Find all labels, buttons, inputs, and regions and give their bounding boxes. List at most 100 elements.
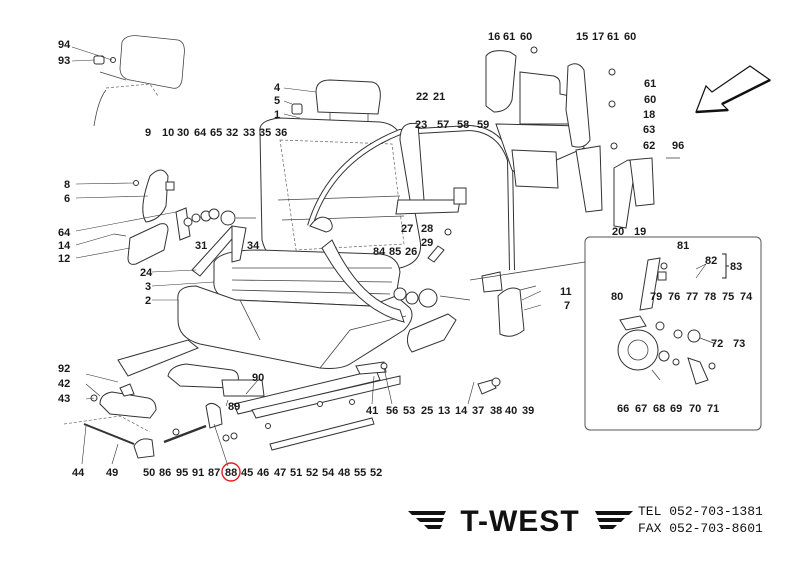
part-label-46[interactable]: 46 [257, 467, 269, 479]
part-label-65[interactable]: 65 [210, 127, 222, 139]
part-label-17[interactable]: 17 [592, 31, 604, 43]
part-label-62[interactable]: 62 [643, 140, 655, 152]
part-label-74[interactable]: 74 [740, 291, 753, 303]
part-label-95[interactable]: 95 [176, 467, 188, 479]
part-label-79[interactable]: 79 [650, 291, 662, 303]
part-label-80[interactable]: 80 [611, 291, 623, 303]
part-label-37[interactable]: 37 [472, 405, 484, 417]
part-label-31[interactable]: 31 [195, 240, 207, 252]
part-label-32[interactable]: 32 [226, 127, 238, 139]
part-label-25[interactable]: 25 [421, 405, 433, 417]
part-label-30[interactable]: 30 [177, 127, 189, 139]
part-label-67[interactable]: 67 [635, 403, 647, 415]
part-label-1[interactable]: 1 [274, 109, 280, 121]
part-label-5[interactable]: 5 [274, 95, 280, 107]
part-label-23[interactable]: 23 [415, 119, 427, 131]
part-label-87[interactable]: 87 [208, 467, 220, 479]
part-label-48[interactable]: 48 [338, 467, 350, 479]
part-label-76[interactable]: 76 [668, 291, 680, 303]
part-label-12[interactable]: 12 [58, 253, 70, 265]
part-label-84[interactable]: 84 [373, 246, 386, 258]
part-label-13[interactable]: 13 [438, 405, 450, 417]
part-label-64[interactable]: 64 [194, 127, 207, 139]
part-label-33[interactable]: 33 [243, 127, 255, 139]
part-label-43[interactable]: 43 [58, 393, 70, 405]
part-label-81[interactable]: 81 [677, 240, 689, 252]
part-label-58[interactable]: 58 [457, 119, 469, 131]
part-label-57[interactable]: 57 [437, 119, 449, 131]
part-label-3[interactable]: 3 [145, 281, 151, 293]
part-label-61c[interactable]: 61 [644, 78, 656, 90]
part-label-20[interactable]: 20 [612, 226, 624, 238]
part-label-36[interactable]: 36 [275, 127, 287, 139]
part-label-89[interactable]: 89 [228, 401, 240, 413]
part-label-19[interactable]: 19 [634, 226, 646, 238]
part-label-26[interactable]: 26 [405, 246, 417, 258]
part-label-45[interactable]: 45 [241, 467, 253, 479]
part-label-22[interactable]: 22 [416, 91, 428, 103]
part-label-41[interactable]: 41 [366, 405, 378, 417]
part-label-49[interactable]: 49 [106, 467, 118, 479]
part-label-2[interactable]: 2 [145, 295, 151, 307]
part-label-77[interactable]: 77 [686, 291, 698, 303]
part-label-68[interactable]: 68 [653, 403, 665, 415]
part-label-69[interactable]: 69 [670, 403, 682, 415]
part-label-61b[interactable]: 61 [607, 31, 619, 43]
part-label-73[interactable]: 73 [733, 338, 745, 350]
part-label-29[interactable]: 29 [421, 237, 433, 249]
part-label-8[interactable]: 8 [64, 179, 70, 191]
part-label-28[interactable]: 28 [421, 223, 433, 235]
part-label-64b[interactable]: 64 [58, 227, 71, 239]
part-label-39[interactable]: 39 [522, 405, 534, 417]
part-label-6[interactable]: 6 [64, 193, 70, 205]
part-label-60b[interactable]: 60 [624, 31, 636, 43]
part-label-51[interactable]: 51 [290, 467, 302, 479]
part-label-35[interactable]: 35 [259, 127, 271, 139]
part-label-56[interactable]: 56 [386, 405, 398, 417]
part-label-27[interactable]: 27 [401, 223, 413, 235]
part-label-92[interactable]: 92 [58, 363, 70, 375]
part-label-9[interactable]: 9 [145, 127, 151, 139]
part-label-85[interactable]: 85 [389, 246, 401, 258]
part-label-38[interactable]: 38 [490, 405, 502, 417]
part-label-72[interactable]: 72 [711, 338, 723, 350]
part-label-70[interactable]: 70 [689, 403, 701, 415]
part-label-88[interactable]: 88 [225, 467, 237, 479]
part-label-78[interactable]: 78 [704, 291, 716, 303]
part-label-83[interactable]: 83 [730, 261, 742, 273]
part-label-21[interactable]: 21 [433, 91, 445, 103]
part-label-24[interactable]: 24 [140, 267, 153, 279]
part-label-61a[interactable]: 61 [503, 31, 515, 43]
part-label-4[interactable]: 4 [274, 82, 281, 94]
part-label-50[interactable]: 50 [143, 467, 155, 479]
part-label-71[interactable]: 71 [707, 403, 719, 415]
part-label-14[interactable]: 14 [58, 240, 71, 252]
part-label-55[interactable]: 55 [354, 467, 366, 479]
part-label-52b[interactable]: 52 [370, 467, 382, 479]
part-label-10[interactable]: 10 [162, 127, 174, 139]
part-label-53[interactable]: 53 [403, 405, 415, 417]
part-label-7[interactable]: 7 [564, 300, 570, 312]
part-label-42[interactable]: 42 [58, 378, 70, 390]
part-label-66[interactable]: 66 [617, 403, 629, 415]
part-label-93[interactable]: 93 [58, 55, 70, 67]
part-label-44[interactable]: 44 [72, 467, 85, 479]
part-label-14b[interactable]: 14 [455, 405, 468, 417]
part-label-15[interactable]: 15 [576, 31, 588, 43]
part-label-52a[interactable]: 52 [306, 467, 318, 479]
part-label-47[interactable]: 47 [274, 467, 286, 479]
part-label-91[interactable]: 91 [192, 467, 204, 479]
part-label-40[interactable]: 40 [505, 405, 517, 417]
part-label-34[interactable]: 34 [247, 240, 260, 252]
part-label-18[interactable]: 18 [643, 109, 655, 121]
part-label-75[interactable]: 75 [722, 291, 734, 303]
part-label-94[interactable]: 94 [58, 39, 71, 51]
part-label-60c[interactable]: 60 [644, 94, 656, 106]
part-label-63[interactable]: 63 [643, 124, 655, 136]
part-label-82[interactable]: 82 [705, 255, 717, 267]
part-label-54[interactable]: 54 [322, 467, 335, 479]
part-label-60a[interactable]: 60 [520, 31, 532, 43]
part-label-96[interactable]: 96 [672, 140, 684, 152]
part-label-59[interactable]: 59 [477, 119, 489, 131]
part-label-16[interactable]: 16 [488, 31, 500, 43]
